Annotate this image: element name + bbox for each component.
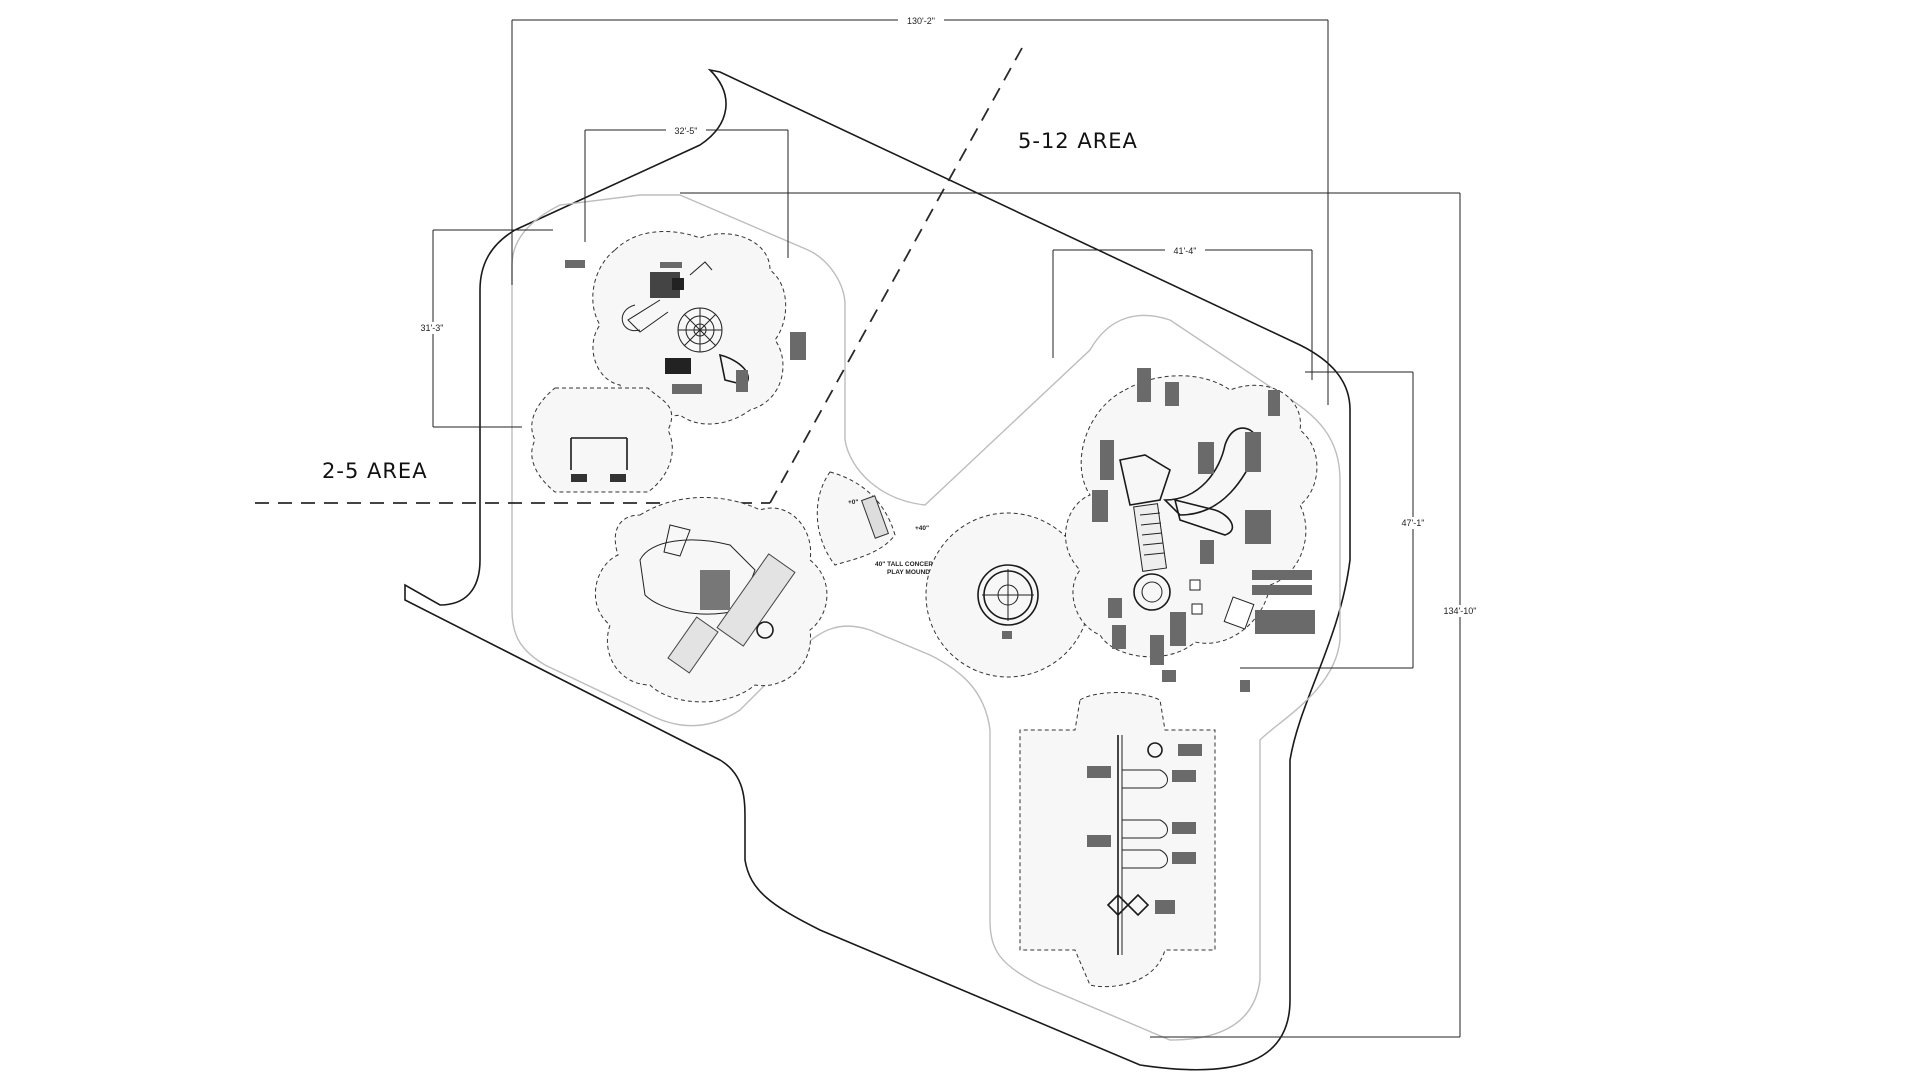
mound-height-right: +40" xyxy=(915,525,929,532)
overall-width-dimension: 130'-2" xyxy=(511,14,1329,405)
age-divider-diagonal xyxy=(769,47,1023,504)
main-structure-height-dimension: 47'-1" xyxy=(1240,371,1432,669)
toddler-notes xyxy=(565,260,806,394)
toddler-area-label: 2-5 AREA xyxy=(322,459,428,483)
main-structure-width-dimension: 41'-4" xyxy=(1052,244,1313,380)
mound-note-line2: PLAY MOUND xyxy=(887,569,930,576)
mound-height-left: +0" xyxy=(848,499,859,506)
spinner-pad xyxy=(925,512,1091,678)
swing-pad xyxy=(1019,692,1216,988)
svg-text:130'-2": 130'-2" xyxy=(907,16,935,26)
play-zone-outline xyxy=(511,194,1341,1041)
svg-text:41'-4": 41'-4" xyxy=(1174,246,1197,256)
svg-text:31'-3": 31'-3" xyxy=(421,323,444,333)
svg-text:134'-10": 134'-10" xyxy=(1444,606,1477,616)
toddler-structure-width-dimension: 32'-5" xyxy=(584,124,789,258)
toddler-swing-pad xyxy=(531,387,673,493)
main-structure-notes xyxy=(1092,368,1315,692)
svg-text:47'-1": 47'-1" xyxy=(1402,518,1425,528)
airplane-play-structure xyxy=(594,497,828,703)
toddler-structure-height-dimension: 31'-3" xyxy=(413,229,553,428)
mound-note-line1: 40" TALL CONCEPTUAL xyxy=(875,561,950,568)
overall-height-dimension: 134'-10" xyxy=(680,192,1482,1038)
school-age-area-label: 5-12 AREA xyxy=(1018,129,1138,153)
play-mound: +0" +40" 40" TALL CONCEPTUAL PLAY MOUND xyxy=(816,471,950,576)
svg-text:32'-5": 32'-5" xyxy=(675,126,698,136)
